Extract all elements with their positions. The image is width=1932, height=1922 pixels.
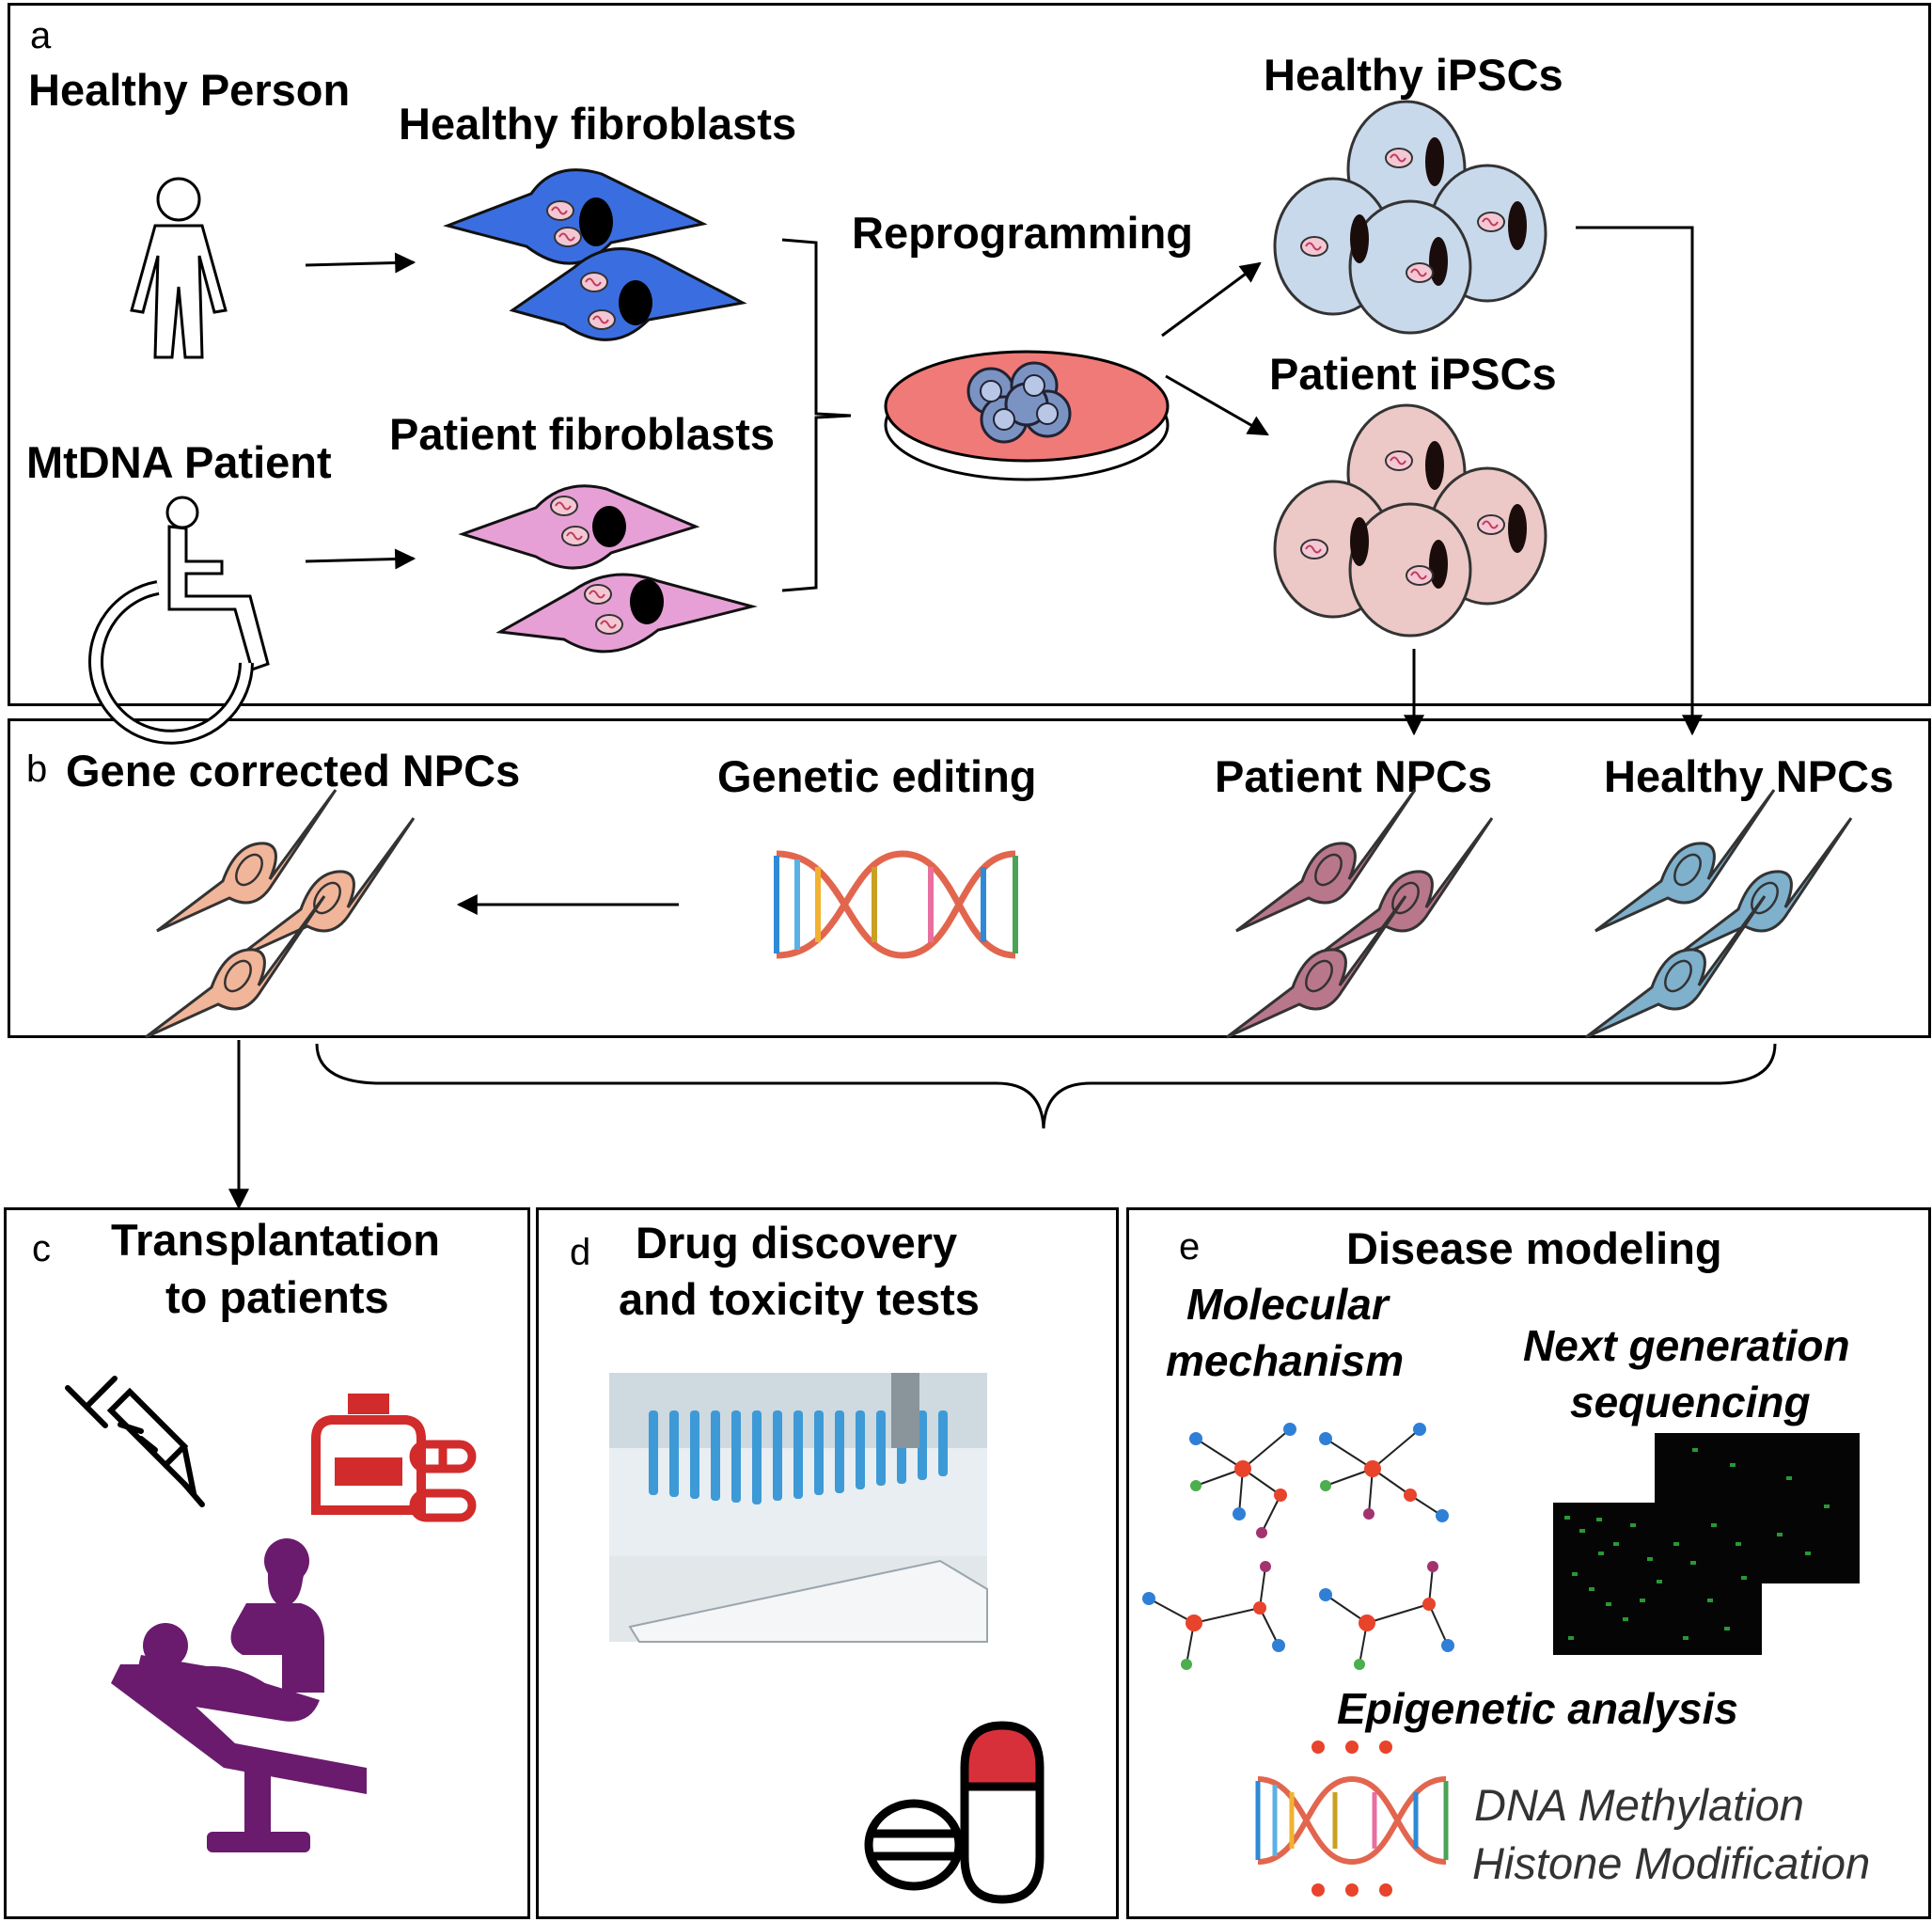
syringe-icon — [65, 1376, 205, 1507]
panel-b-label: b — [26, 748, 48, 790]
capsule-icon — [960, 1721, 1045, 1904]
patient-ipscs-label: Patient iPSCs — [1269, 349, 1557, 399]
transplantation-title-line2: to patients — [165, 1272, 389, 1322]
doctor-patient-icon — [111, 1538, 367, 1852]
reprogramming-label: Reprogramming — [852, 208, 1193, 258]
mtdna-patient-label: MtDNA Patient — [26, 437, 332, 487]
molecular-mechanism-line2: mechanism — [1166, 1336, 1405, 1385]
healthy-npc-cells — [1584, 788, 1853, 1039]
lab-photo-image — [609, 1373, 988, 1643]
arrow-person-to-healthy-fibroblasts — [305, 252, 416, 274]
person-icon — [130, 177, 228, 359]
disease-modeling-title: Disease modeling — [1346, 1223, 1722, 1273]
tablet-icon — [864, 1799, 964, 1891]
dna-icon — [774, 850, 1018, 959]
panel-a — [8, 3, 1931, 706]
panel-a-label: a — [30, 15, 52, 56]
transplantation-title-line1: Transplantation — [111, 1215, 440, 1265]
healthy-person-label: Healthy Person — [28, 65, 351, 115]
healthy-ipsc-cluster — [1273, 100, 1547, 335]
drug-discovery-title-line1: Drug discovery — [636, 1218, 958, 1268]
patient-fibroblasts-label: Patient fibroblasts — [389, 409, 776, 459]
patient-fibroblast-cells — [458, 484, 758, 654]
gene-corrected-npcs-label: Gene corrected NPCs — [66, 746, 521, 796]
arrow-patient-to-patient-fibroblasts — [305, 548, 416, 570]
healthy-ipscs-label: Healthy iPSCs — [1264, 50, 1563, 100]
panel-d-label: d — [570, 1232, 591, 1273]
patient-npc-cells — [1225, 788, 1494, 1039]
fibroblasts-bracket — [781, 238, 852, 592]
healthy-fibroblasts-label: Healthy fibroblasts — [399, 99, 797, 149]
medicine-bottle-icon — [311, 1394, 426, 1515]
pills-icon — [409, 1440, 477, 1522]
patient-npcs-label: Patient NPCs — [1215, 751, 1493, 801]
epigenetic-analysis-label: Epigenetic analysis — [1337, 1684, 1738, 1733]
microarray-icon — [1553, 1433, 1860, 1655]
panels-brace — [315, 1043, 1777, 1129]
drug-discovery-title-line2: and toxicity tests — [619, 1274, 980, 1324]
arrow-to-patient-ipscs — [1165, 374, 1269, 436]
patient-ipsc-cluster — [1273, 403, 1547, 638]
arrow-healthy-ipscs-to-npcs — [1576, 226, 1703, 736]
panel-c-label: c — [32, 1228, 51, 1269]
ngs-line2: sequencing — [1570, 1378, 1811, 1426]
histone-modification-label: Histone Modification — [1472, 1838, 1871, 1888]
genetic-editing-label: Genetic editing — [717, 751, 1037, 801]
arrow-to-healthy-ipscs — [1161, 261, 1262, 338]
molecular-mechanism-line1: Molecular — [1186, 1280, 1389, 1329]
network-icon — [1142, 1423, 1454, 1670]
healthy-npcs-label: Healthy NPCs — [1604, 751, 1894, 801]
panel-e-label: e — [1179, 1226, 1201, 1268]
ngs-line1: Next generation — [1523, 1321, 1850, 1370]
petri-dish-icon — [884, 350, 1170, 481]
epigenetic-dna-icon — [1255, 1741, 1449, 1897]
dna-methylation-label: DNA Methylation — [1474, 1780, 1804, 1830]
healthy-fibroblast-cells — [443, 168, 747, 341]
wheelchair-icon — [88, 496, 270, 745]
gene-corrected-npc-cells — [144, 788, 416, 1039]
